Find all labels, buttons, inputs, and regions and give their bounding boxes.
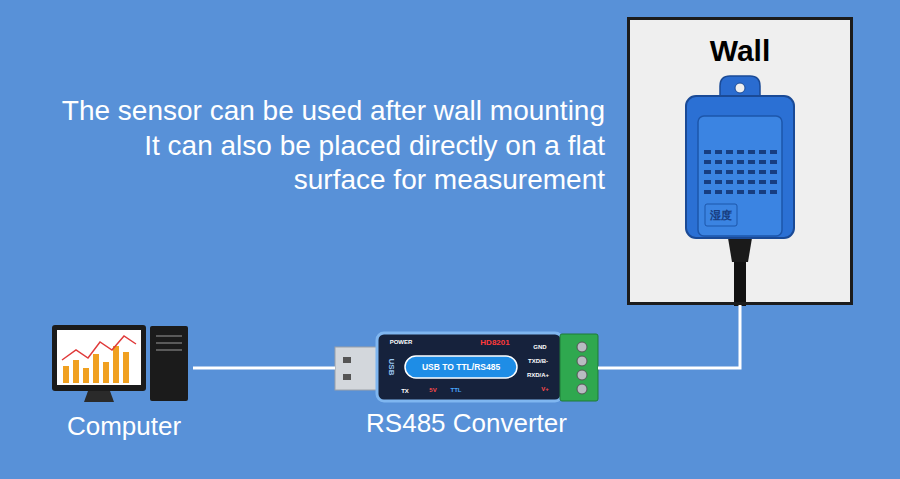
monitor-screen xyxy=(57,330,141,385)
chart-bar xyxy=(113,346,119,383)
pin-name: RXD/A+ xyxy=(527,372,549,379)
mounting-hole xyxy=(735,83,745,93)
tower-slot xyxy=(156,342,182,344)
usb-plug-hole xyxy=(343,357,351,363)
chart-bar xyxy=(63,366,69,383)
usb-plug xyxy=(335,347,380,390)
monitor-stand xyxy=(84,391,114,402)
sensor-cover xyxy=(698,116,782,236)
vent-row xyxy=(704,170,778,174)
tower-slot xyxy=(156,349,182,351)
node-label: Wall xyxy=(710,33,771,68)
computer-illustration xyxy=(52,325,188,402)
chart-bar xyxy=(123,352,129,383)
led-label: TX xyxy=(401,388,409,395)
vent-row xyxy=(704,150,778,154)
monitor-frame xyxy=(52,325,146,391)
pin-name: GND xyxy=(533,344,546,351)
badge-text: USB TO TTL/RS485 xyxy=(422,362,500,372)
model-number: HD8201 xyxy=(480,338,509,348)
converter-node: RS485 Converter xyxy=(335,330,598,439)
chart-bar xyxy=(73,360,79,383)
node-label: Computer xyxy=(67,411,181,441)
note-text: The sensor can be used after wall mounti… xyxy=(25,94,605,128)
switch-label: 5V xyxy=(429,387,436,394)
vent-row xyxy=(704,190,778,194)
cable-line xyxy=(598,305,740,368)
terminal-screw xyxy=(577,342,587,352)
terminal-screw xyxy=(577,370,587,380)
sensor-housing xyxy=(686,96,794,238)
port-label: USB xyxy=(386,359,396,376)
pin-name: V+ xyxy=(541,386,549,393)
chart-bar xyxy=(93,354,99,383)
wall-box: Wall xyxy=(627,17,853,305)
converter-body xyxy=(377,333,562,401)
led-label: POWER xyxy=(390,339,413,346)
chart-bar xyxy=(103,362,109,383)
terminal-screw xyxy=(577,384,587,394)
chart-bar xyxy=(83,368,89,383)
terminal-block xyxy=(560,334,598,401)
embossed-tag xyxy=(705,204,737,226)
embossed-text: 湿度 xyxy=(710,209,732,222)
converter-illustration xyxy=(335,333,598,401)
terminal-screw xyxy=(577,356,587,366)
tower-slot xyxy=(156,335,182,337)
converter-badge xyxy=(405,356,517,378)
vent-row xyxy=(704,160,778,164)
switch-label: TTL xyxy=(451,387,462,394)
chart-line xyxy=(62,336,136,360)
wall-fill xyxy=(627,17,853,305)
note-text: It can also be placed directly on a flat… xyxy=(105,129,605,197)
sensor-illustration xyxy=(686,76,794,306)
computer-node: Computer xyxy=(55,320,193,442)
computer-tower xyxy=(150,326,188,401)
usb-plug-hole xyxy=(343,374,351,380)
pin-name: TXD/B- xyxy=(528,358,548,365)
node-label: RS485 Converter xyxy=(366,408,567,438)
cable-line xyxy=(193,367,335,370)
vent-row xyxy=(704,180,778,184)
